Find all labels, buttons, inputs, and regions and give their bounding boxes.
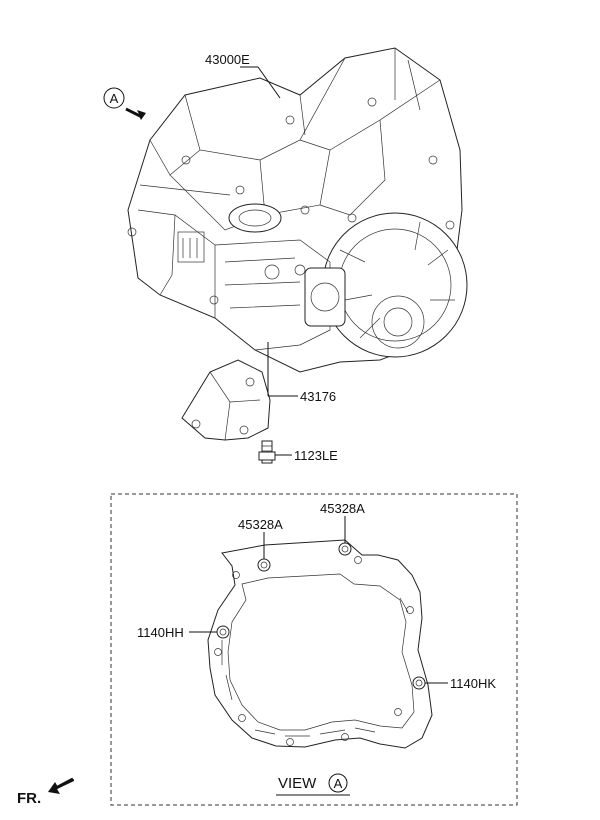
label-pin-right: 45328A — [320, 501, 365, 516]
front-direction-marker: FR. — [17, 777, 74, 807]
pin-right — [338, 542, 352, 556]
front-label: FR. — [17, 790, 41, 807]
view-frame — [110, 493, 518, 806]
label-bolt-left: 1140HH — [137, 625, 184, 640]
bolt-left — [216, 625, 230, 639]
leader-transaxle-tip — [257, 66, 281, 99]
label-bolt: 1123LE — [294, 448, 338, 463]
label-bolt-right: 1140HK — [450, 676, 496, 691]
mount-bolt — [258, 440, 276, 464]
mounting-bracket — [181, 359, 271, 441]
view-title-letter: A — [334, 776, 343, 791]
bolt-right — [412, 676, 426, 690]
callout-letter: A — [110, 91, 119, 106]
label-bracket: 43176 — [300, 389, 336, 404]
view-title-word: VIEW — [278, 775, 317, 792]
transaxle-assembly — [127, 47, 468, 373]
label-pin-left: 45328A — [238, 517, 283, 532]
gasket-plate — [207, 539, 433, 749]
view-callout-marker: A — [103, 87, 146, 120]
label-transaxle: 43000E — [205, 52, 250, 67]
view-title: VIEW A — [276, 773, 350, 796]
pin-left — [257, 558, 271, 572]
